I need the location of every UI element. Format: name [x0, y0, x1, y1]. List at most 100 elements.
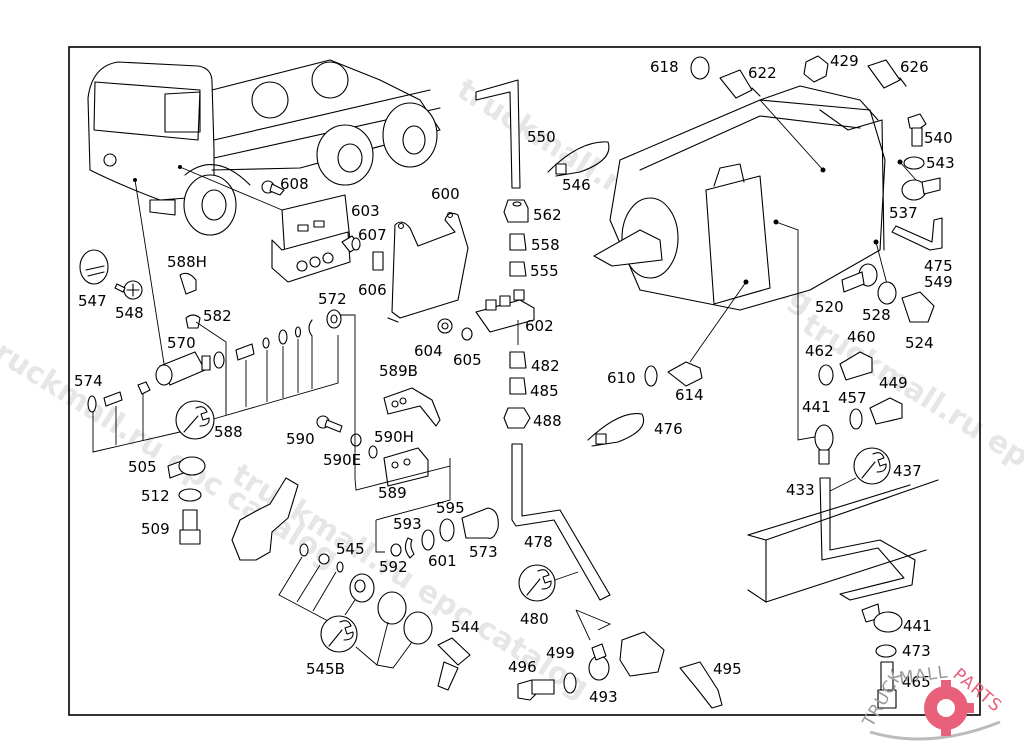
part-602-valve-block — [475, 289, 535, 333]
part-495-connector — [679, 661, 723, 709]
callout-520[interactable]: 520 — [815, 298, 844, 316]
callout-562[interactable]: 562 — [533, 206, 562, 224]
callout-462[interactable]: 462 — [805, 342, 834, 360]
callout-505[interactable]: 505 — [128, 458, 157, 476]
callout-604[interactable]: 604 — [414, 342, 443, 360]
callout-545[interactable]: 545 — [336, 540, 365, 558]
leader-line — [554, 571, 579, 581]
callout-549[interactable]: 549 — [924, 273, 953, 291]
callout-595[interactable]: 595 — [436, 499, 465, 517]
callout-608[interactable]: 608 — [280, 175, 309, 193]
callout-478[interactable]: 478 — [524, 533, 553, 551]
callout-622[interactable]: 622 — [748, 64, 777, 82]
truck-illustration — [87, 59, 441, 236]
callout-588H[interactable]: 588H — [167, 253, 207, 271]
callout-573[interactable]: 573 — [469, 543, 498, 561]
callout-476[interactable]: 476 — [654, 420, 683, 438]
callout-543[interactable]: 543 — [926, 154, 955, 172]
part-537-banjo — [901, 177, 941, 201]
callout-496[interactable]: 496 — [508, 658, 537, 676]
callout-610[interactable]: 610 — [607, 369, 636, 387]
callout-441-lower[interactable]: 441 — [903, 617, 932, 635]
callout-545B[interactable]: 545B — [306, 660, 345, 678]
callout-582[interactable]: 582 — [203, 307, 232, 325]
callout-555[interactable]: 555 — [530, 262, 559, 280]
callout-457[interactable]: 457 — [838, 389, 867, 407]
callout-473[interactable]: 473 — [902, 642, 931, 660]
gearbox-housing — [593, 85, 903, 311]
callout-558[interactable]: 558 — [531, 236, 560, 254]
part-562-nut — [503, 199, 529, 223]
callout-499[interactable]: 499 — [546, 644, 575, 662]
callout-547[interactable]: 547 — [78, 292, 107, 310]
callout-488[interactable]: 488 — [533, 412, 562, 430]
leader-line — [759, 99, 824, 171]
callout-437[interactable]: 437 — [893, 462, 922, 480]
callout-493[interactable]: 493 — [589, 688, 618, 706]
callout-528[interactable]: 528 — [862, 306, 891, 324]
callout-546[interactable]: 546 — [562, 176, 591, 194]
part-603-bracket — [271, 194, 351, 283]
part-460-bolt — [839, 351, 873, 381]
callout-589B[interactable]: 589B — [379, 362, 418, 380]
part-607-bushing — [341, 235, 361, 253]
part-520-banjo — [841, 263, 878, 293]
callout-509[interactable]: 509 — [141, 520, 170, 538]
callout-570[interactable]: 570 — [167, 334, 196, 352]
part-570-valve-body — [155, 351, 211, 386]
part-505-banjo — [167, 456, 206, 479]
callout-512[interactable]: 512 — [141, 487, 170, 505]
callout-588[interactable]: 588 — [214, 423, 243, 441]
callout-544[interactable]: 544 — [451, 618, 480, 636]
part-610-washer — [644, 365, 658, 387]
callout-572[interactable]: 572 — [318, 290, 347, 308]
callout-626[interactable]: 626 — [900, 58, 929, 76]
callout-574[interactable]: 574 — [74, 372, 103, 390]
callout-592[interactable]: 592 — [379, 558, 408, 576]
callout-548[interactable]: 548 — [115, 304, 144, 322]
callout-590H[interactable]: 590H — [374, 428, 414, 446]
callout-606[interactable]: 606 — [358, 281, 387, 299]
callout-603[interactable]: 603 — [351, 202, 380, 220]
part-478-pipe — [511, 443, 611, 601]
exploded-parts-572-series — [213, 309, 342, 369]
callout-537[interactable]: 537 — [889, 204, 918, 222]
leader-line — [875, 241, 889, 289]
part-582-plug — [185, 314, 201, 329]
part-543-washer — [903, 156, 925, 170]
callout-605[interactable]: 605 — [453, 351, 482, 369]
callout-590E[interactable]: 590E — [323, 451, 361, 469]
part-600-cover — [387, 211, 469, 323]
callout-475[interactable]: 475 — [924, 257, 953, 275]
callout-550[interactable]: 550 — [527, 128, 556, 146]
callout-618[interactable]: 618 — [650, 58, 679, 76]
callout-540[interactable]: 540 — [924, 129, 953, 147]
callout-460[interactable]: 460 — [847, 328, 876, 346]
callout-524[interactable]: 524 — [905, 334, 934, 352]
callout-601[interactable]: 601 — [428, 552, 457, 570]
callout-449[interactable]: 449 — [879, 374, 908, 392]
part-540-bolt — [907, 113, 927, 147]
part-590E-washer — [350, 433, 362, 447]
part-605-washer — [461, 327, 473, 341]
callout-433[interactable]: 433 — [786, 481, 815, 499]
callout-480[interactable]: 480 — [520, 610, 549, 628]
callout-614[interactable]: 614 — [675, 386, 704, 404]
callout-429[interactable]: 429 — [830, 52, 859, 70]
callout-485[interactable]: 485 — [530, 382, 559, 400]
callout-495[interactable]: 495 — [713, 660, 742, 678]
leader-line — [825, 477, 857, 494]
callout-482[interactable]: 482 — [531, 357, 560, 375]
callout-600[interactable]: 600 — [431, 185, 460, 203]
callout-607[interactable]: 607 — [358, 226, 387, 244]
callout-593[interactable]: 593 — [393, 515, 422, 533]
callout-589[interactable]: 589 — [378, 484, 407, 502]
part-512-washer — [178, 488, 202, 502]
part-441-banjo-lower — [861, 603, 903, 633]
part-485-insert — [509, 377, 527, 395]
callout-590[interactable]: 590 — [286, 430, 315, 448]
callout-602[interactable]: 602 — [525, 317, 554, 335]
callout-441[interactable]: 441 — [802, 398, 831, 416]
callout-465[interactable]: 465 — [902, 673, 931, 691]
part-604-gear-washer — [437, 318, 453, 334]
